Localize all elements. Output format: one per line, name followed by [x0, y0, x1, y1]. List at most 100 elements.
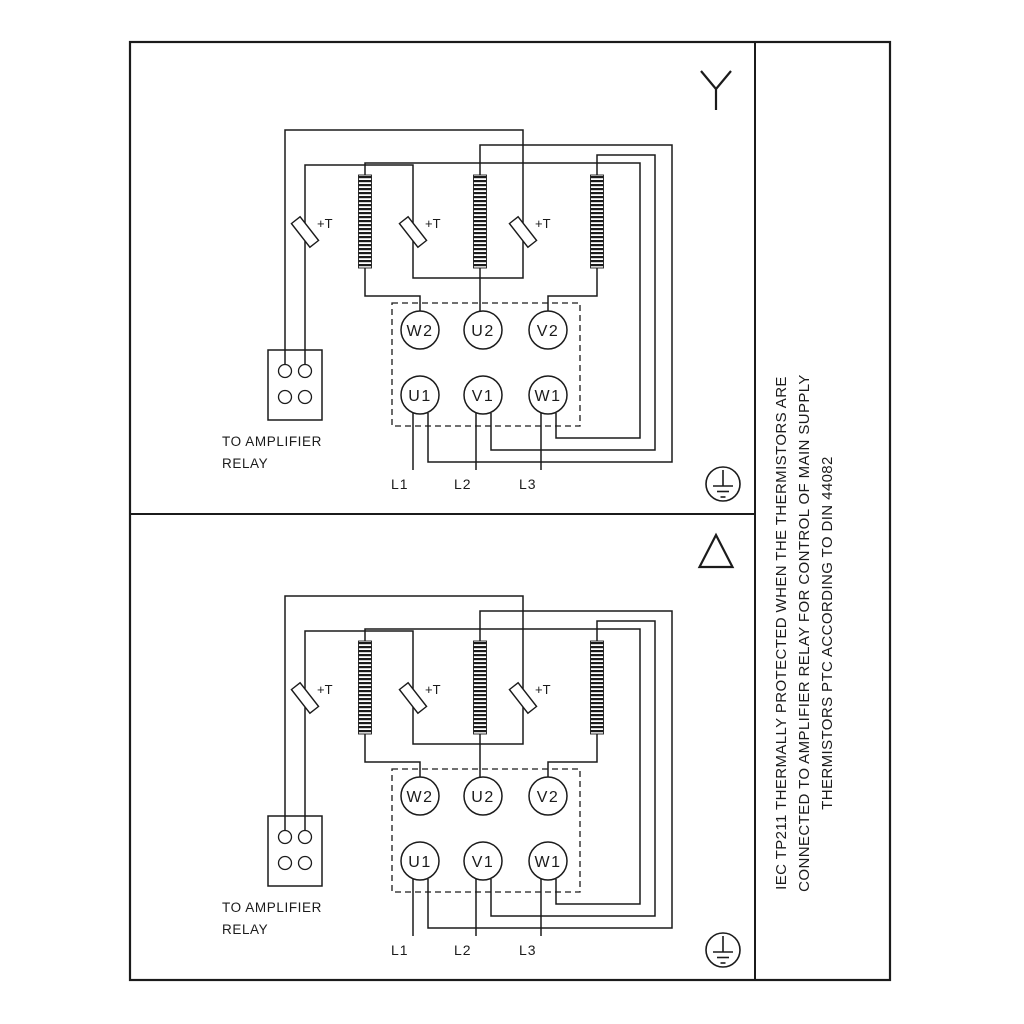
terminal-block-outline	[391, 768, 581, 893]
terminal-block-outline	[391, 302, 581, 427]
wire-coil3-to-terminal-v1	[490, 154, 656, 451]
terminal-v1: V1	[463, 841, 503, 881]
thermistor-1-body	[290, 681, 320, 715]
ground-circle	[705, 466, 741, 502]
motor-winding-2	[473, 640, 487, 735]
wire-coil1-to-terminal-w2	[364, 268, 421, 312]
thermistor-1-label: +T	[317, 682, 333, 697]
ground-symbol	[705, 466, 741, 502]
thermistor-3: +T	[508, 678, 551, 718]
terminal-u1-circle	[400, 841, 440, 881]
wire-thermistor2-to-thermistor3	[412, 718, 524, 745]
thermistor-1-body	[290, 215, 320, 249]
wire-coil3-to-terminal-v2	[547, 268, 598, 312]
terminal-v2-label: V2	[537, 789, 560, 806]
relay-caption-line1: TO AMPLIFIER	[222, 900, 322, 915]
panel-star: +T +T +T W2 U2 V2 U1	[222, 129, 741, 502]
thermistor-2: +T	[398, 678, 441, 718]
wire-coil2-to-terminal-u1	[427, 144, 673, 463]
side-note-line3: THERMISTORS PTC ACCORDING TO DIN 44082	[819, 456, 836, 810]
motor-winding-3	[590, 640, 604, 735]
relay-pin-3	[277, 389, 293, 405]
terminal-v2-label: V2	[537, 323, 560, 340]
frame	[128, 40, 892, 982]
terminal-v1-label: V1	[472, 854, 495, 871]
relay-connector	[267, 815, 323, 887]
terminal-u2-label: U2	[471, 323, 494, 340]
wire-coil3-to-terminal-v1	[490, 620, 656, 917]
relay-pin-1	[277, 363, 293, 379]
relay-connector	[267, 349, 323, 421]
thermistor-2-label: +T	[425, 216, 441, 231]
relay-caption-line2: RELAY	[222, 456, 268, 471]
thermistor-3-label: +T	[535, 682, 551, 697]
side-note-line2: CONNECTED TO AMPLIFIER RELAY FOR CONTROL…	[796, 374, 813, 892]
thermistor-2: +T	[398, 212, 441, 252]
relay-caption-line1: TO AMPLIFIER	[222, 434, 322, 449]
thermistor-1-label: +T	[317, 216, 333, 231]
ground-circle	[705, 932, 741, 968]
terminal-u2-circle	[463, 776, 503, 816]
thermistor-1: +T	[290, 678, 333, 718]
wire-coil2-to-terminal-u1	[427, 610, 673, 929]
side-note: IEC TP211 THERMALLY PROTECTED WHEN THE T…	[773, 374, 836, 892]
motor-winding-2	[473, 174, 487, 269]
terminal-w1: W1	[528, 375, 568, 415]
terminal-v1-circle	[463, 841, 503, 881]
supply-label-l2: L2	[454, 476, 472, 492]
motor-winding-1	[358, 174, 372, 269]
terminal-u2-label: U2	[471, 789, 494, 806]
supply-label-l2: L2	[454, 942, 472, 958]
terminal-v1-circle	[463, 375, 503, 415]
terminal-w1-circle	[528, 375, 568, 415]
terminal-w2-circle	[400, 310, 440, 350]
wire-relay-to-thermistor3	[284, 129, 524, 350]
relay-pin-1	[277, 829, 293, 845]
relay-caption-line2: RELAY	[222, 922, 268, 937]
terminal-w2: W2	[400, 310, 440, 350]
thermistor-2-body	[398, 215, 428, 249]
outer-border	[128, 40, 892, 982]
terminal-w2-label: W2	[407, 789, 434, 806]
panel-delta: +T +T +T W2 U2 V2 U1	[222, 595, 741, 968]
relay-pin-3	[277, 855, 293, 871]
wire-relay-to-thermistor3	[284, 595, 524, 816]
terminal-u2-circle	[463, 310, 503, 350]
delta-symbol-glyph	[697, 532, 735, 569]
wire-coil3-to-terminal-v2	[547, 734, 598, 778]
relay-pin-2	[297, 829, 313, 845]
side-note-line1: IEC TP211 THERMALLY PROTECTED WHEN THE T…	[773, 376, 790, 890]
terminal-u1-label: U1	[408, 854, 431, 871]
terminal-v2-circle	[528, 310, 568, 350]
terminal-v1: V1	[463, 375, 503, 415]
supply-label-l1: L1	[391, 476, 409, 492]
terminal-u1: U1	[400, 375, 440, 415]
wire-coil1-to-terminal-w2	[364, 734, 421, 778]
motor-winding-3	[590, 174, 604, 269]
terminal-w1-label: W1	[535, 388, 562, 405]
terminal-u2: U2	[463, 776, 503, 816]
thermistor-2-label: +T	[425, 682, 441, 697]
terminal-u1-label: U1	[408, 388, 431, 405]
relay-pin-2	[297, 363, 313, 379]
terminal-w2-circle	[400, 776, 440, 816]
wire-thermistor2-to-thermistor3	[412, 252, 524, 279]
terminal-v2: V2	[528, 776, 568, 816]
relay-pin-4	[297, 855, 313, 871]
terminal-v2-circle	[528, 776, 568, 816]
relay-connector-box	[267, 815, 323, 887]
terminal-u2: U2	[463, 310, 503, 350]
wire-thermistor1-to-thermistor2	[304, 630, 414, 678]
star-symbol	[700, 70, 732, 110]
motor-winding-1	[358, 640, 372, 735]
relay-connector-box	[267, 349, 323, 421]
wire-thermistor1-to-thermistor2	[304, 164, 414, 212]
terminal-u1: U1	[400, 841, 440, 881]
delta-symbol	[697, 532, 735, 569]
wire-coil1-to-terminal-w1	[364, 628, 641, 905]
terminal-v1-label: V1	[472, 388, 495, 405]
supply-label-l3: L3	[519, 476, 537, 492]
terminal-w1-label: W1	[535, 854, 562, 871]
